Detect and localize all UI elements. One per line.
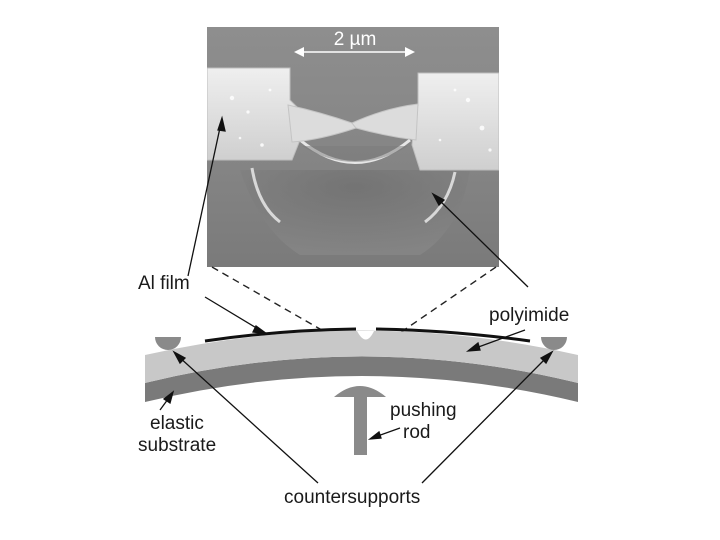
countersupport-left <box>155 337 181 350</box>
label-arrows <box>159 115 554 484</box>
label-polyimide: polyimide <box>489 305 569 326</box>
pushing-rod <box>334 386 386 455</box>
left-underetch-arc <box>250 167 281 224</box>
label-elastic-substrate-line2: substrate <box>138 435 216 456</box>
label-elastic-substrate-line1: elastic <box>150 413 204 434</box>
label-al-film: Al film <box>138 273 190 294</box>
label-countersupports: countersupports <box>284 487 420 508</box>
scale-bar: 2 µm <box>294 29 415 57</box>
polyimide-notch <box>357 331 374 340</box>
label-pushing-rod-line1: pushing <box>390 400 457 421</box>
surface-specks <box>229 88 492 152</box>
scale-bar-label: 2 µm <box>334 29 377 50</box>
etched-well <box>240 170 470 255</box>
al-film <box>204 327 357 343</box>
label-pushing-rod-line2: rod <box>403 422 430 443</box>
polyimide-layer <box>145 330 578 383</box>
right-underetch-arc <box>424 171 457 224</box>
right-electrode <box>411 72 499 171</box>
sem-micrograph: 2 µm <box>207 27 499 267</box>
elastic-substrate-layer <box>145 356 578 402</box>
bridge-right-half <box>351 103 419 141</box>
countersupport-right <box>541 337 567 350</box>
left-electrode <box>207 67 301 161</box>
al-film-right <box>375 327 531 343</box>
